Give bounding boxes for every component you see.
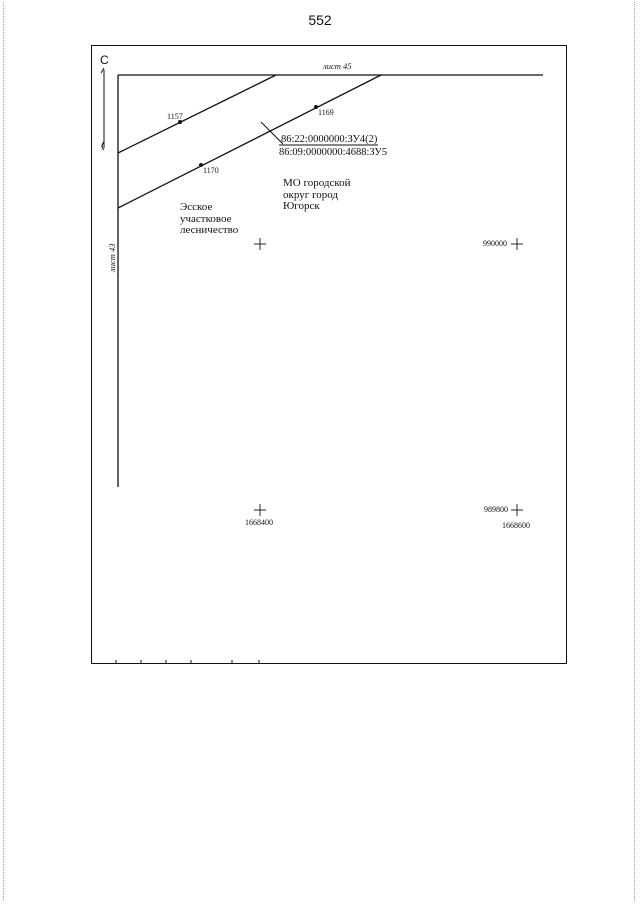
grid-cross [254,238,266,250]
forestry-line: участковое [180,212,232,225]
boundary-point-1169 [314,105,318,109]
north-arrow-icon [100,67,105,151]
point-label-1157: 1157 [167,112,183,121]
cadastral-number-2: 86:09:0000000:4688:ЗУ5 [279,147,388,158]
grid-x-left-label: 1668400 [245,518,273,527]
grid-y-top-label: 990000 [483,239,507,248]
municipal-area-label: МО городской округ город Югорск [283,177,351,213]
grid-y-bottom-label: 989800 [484,505,508,514]
sheet-left-label: лист 43 [107,243,117,273]
grid-cross [254,504,266,516]
cadastral-number-1: 86:22:0000000:ЗУ4(2) [281,134,378,145]
page-border [3,2,635,901]
boundary-point-1170 [199,163,203,167]
municipal-line: округ город [283,188,338,201]
grid-cross [511,504,523,516]
north-label: С [100,53,109,67]
forestry-area-label: Эсское участковое лесничество [180,201,239,237]
forestry-line: Эсское [180,201,213,213]
strip-boundary-lower [117,74,382,209]
grid-cross [511,238,523,250]
point-label-1169: 1169 [318,108,334,117]
cadastral-leader [260,121,284,145]
municipal-line: МО городской [283,177,351,189]
municipal-line: Югорск [283,200,320,213]
grid-x-right-label: 1668600 [502,521,530,530]
sheet-top-label: лист 45 [323,61,352,71]
strip-boundary-upper [117,74,277,154]
point-label-1170: 1170 [203,166,219,175]
page-number: 552 [308,12,332,28]
forestry-line: лесничество [180,224,239,237]
scale-ticks [115,660,260,664]
boundary-point-1157 [178,120,182,124]
map-frame [91,45,567,664]
